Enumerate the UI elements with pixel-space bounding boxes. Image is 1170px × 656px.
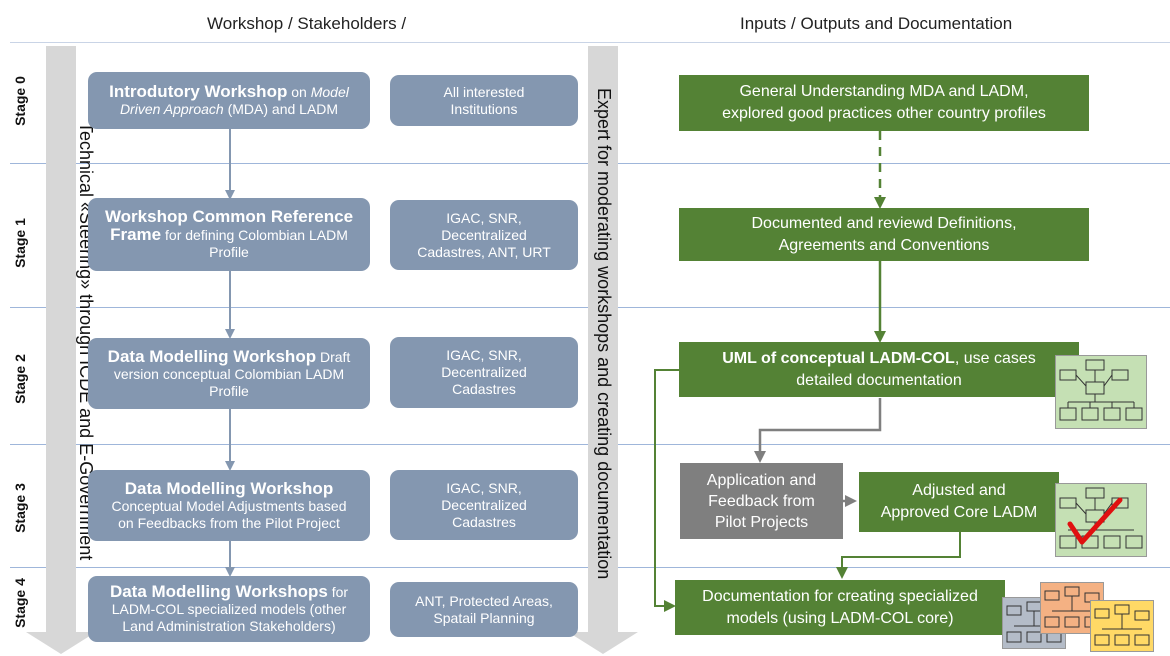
output-box-stage-4: Documentation for creating specialized m… — [675, 580, 1005, 635]
stakeholders-box-stage-0: All interested Institutions — [390, 75, 578, 126]
uml-diagram-thumbnail — [1055, 355, 1147, 429]
stakeholders-box-stage-1: IGAC, SNR, Decentralized Cadastres, ANT,… — [390, 200, 578, 270]
approved-core-box-stage-3: Adjusted and Approved Core LADM — [859, 472, 1059, 532]
stakeholders-box-stage-4: ANT, Protected Areas, Spatail Planning — [390, 582, 578, 637]
output-box-stage-2: UML of conceptual LADM-COL, use cases de… — [679, 342, 1079, 397]
workshop-box-stage-4: Data Modelling Workshops for LADM-COL sp… — [88, 576, 370, 642]
steering-arrow — [26, 46, 96, 656]
feedback-box-stage-3: Application and Feedback from Pilot Proj… — [680, 463, 843, 539]
stakeholders-box-stage-3: IGAC, SNR, Decentralized Cadastres — [390, 470, 578, 540]
flow-arrow-uml-feedback — [754, 398, 882, 463]
workshop-box-stage-0: Introdutory Workshop on Model Driven App… — [88, 72, 370, 129]
header-workshop-stakeholders: Workshop / Stakeholders / — [207, 14, 407, 33]
header-inputs-outputs: Inputs / Outputs and Documentation — [740, 14, 1013, 33]
stage-separator-top — [10, 42, 1170, 43]
flow-arrow-uml-doc — [654, 369, 679, 612]
output-box-stage-0: General Understanding MDA and LADM, expl… — [679, 75, 1089, 131]
flow-arrow-approved-doc — [836, 532, 961, 579]
checkmark-icon — [1067, 497, 1123, 545]
workshop-box-stage-1: Workshop Common Reference Frame for defi… — [88, 198, 370, 271]
specialized-model-thumbnail-yellow — [1090, 600, 1154, 652]
expert-arrow — [568, 46, 638, 656]
workshop-box-stage-3: Data Modelling Workshop Conceptual Model… — [88, 470, 370, 541]
output-box-stage-1: Documented and reviewd Definitions, Agre… — [679, 208, 1089, 261]
workshop-box-stage-2: Data Modelling Workshop Draft version co… — [88, 338, 370, 409]
stakeholders-box-stage-2: IGAC, SNR, Decentralized Cadastres — [390, 337, 578, 408]
approved-uml-thumbnail — [1055, 483, 1147, 557]
